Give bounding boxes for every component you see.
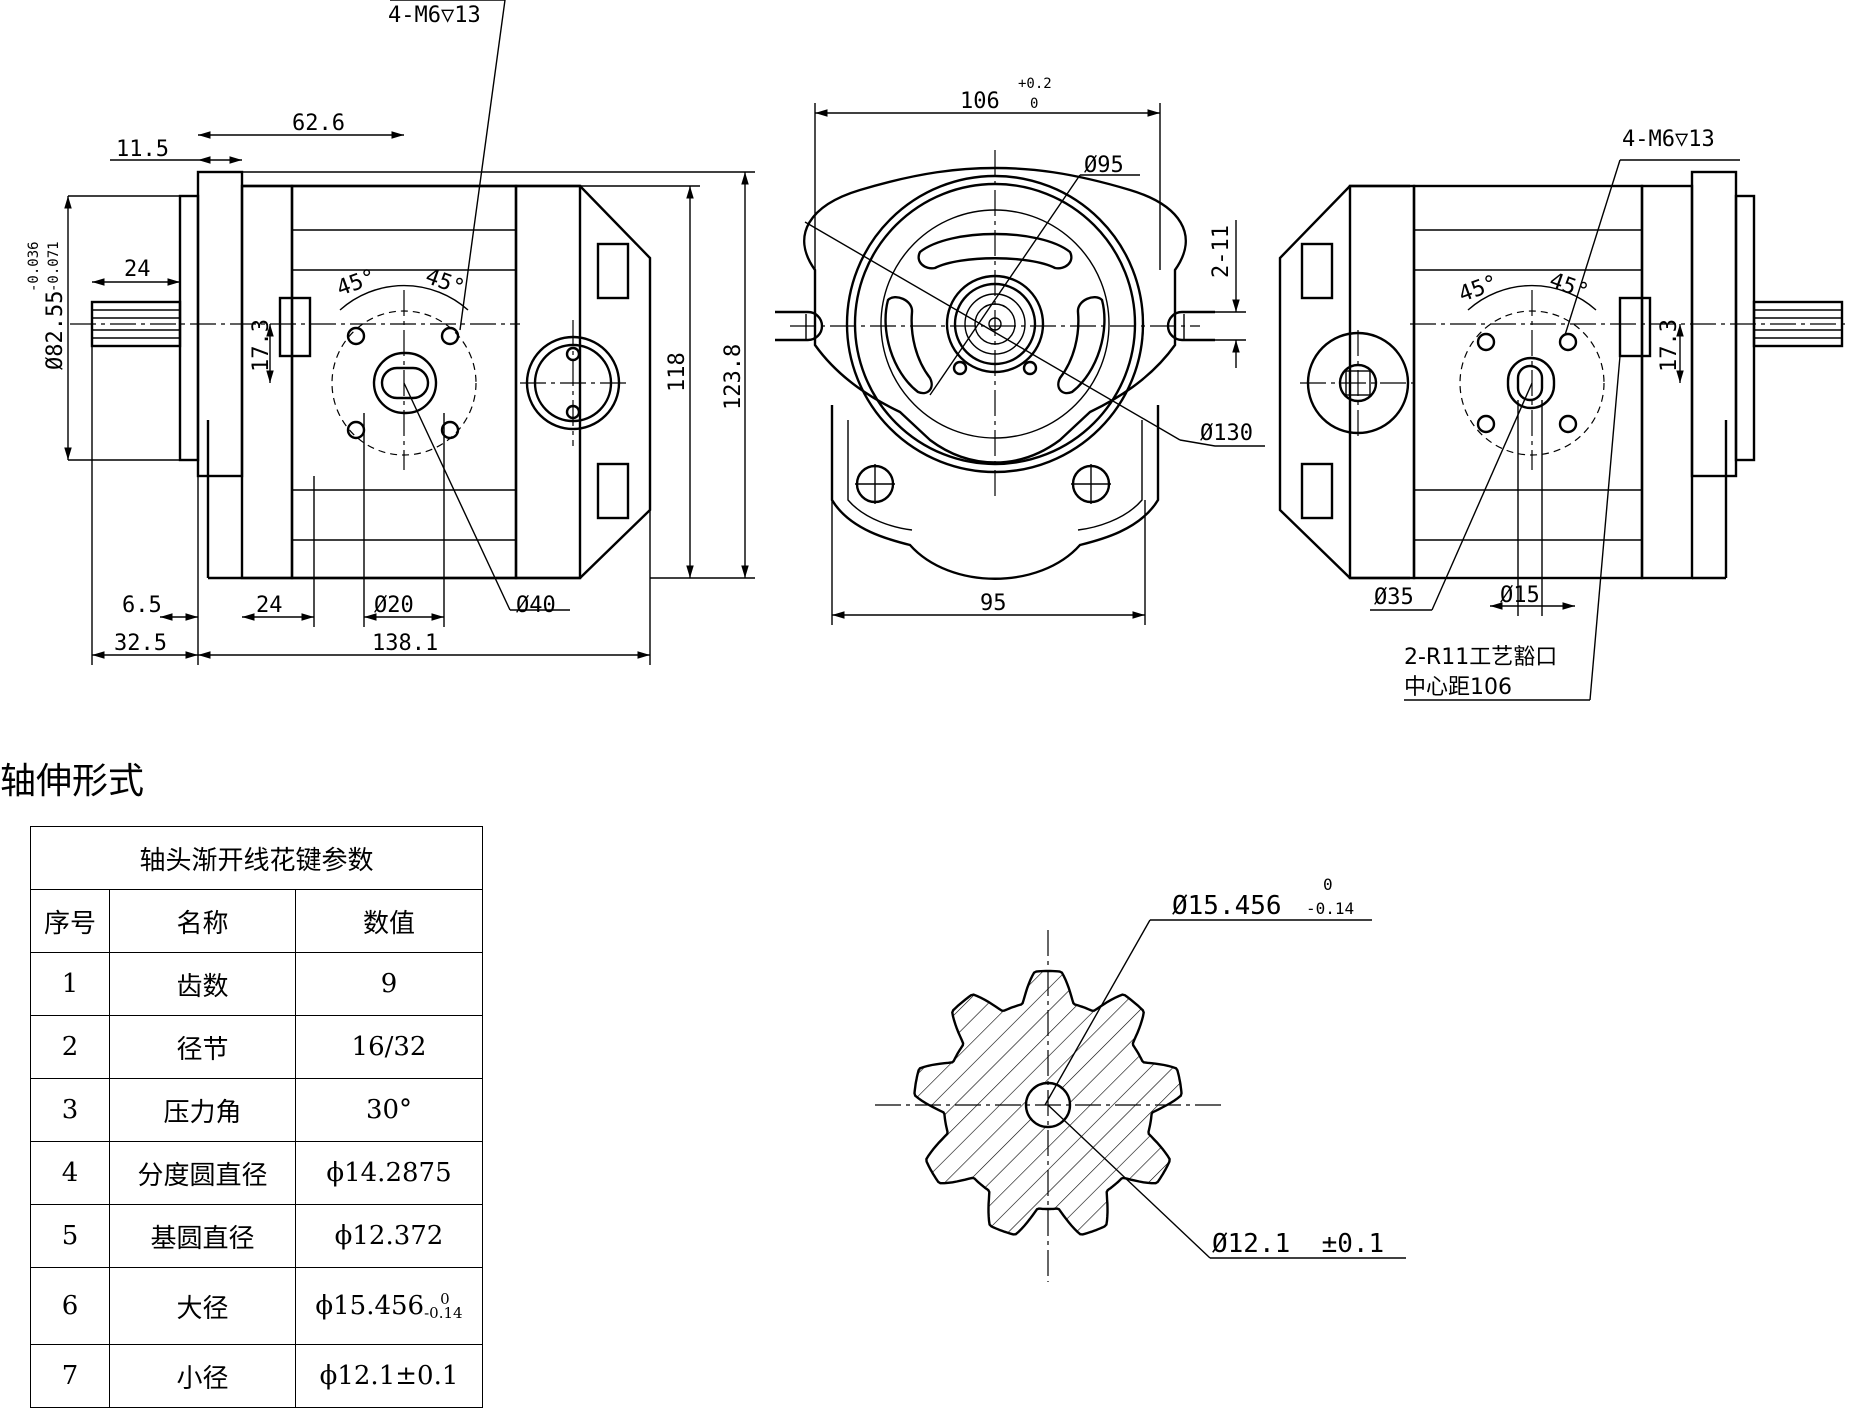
row-no: 2 [30, 1015, 110, 1079]
left-view-dimensions [64, 131, 755, 665]
dim-62-6: 62.6 [292, 111, 345, 136]
table-row: 1 齿数 9 [30, 952, 483, 1016]
row-value: 9 [295, 952, 483, 1016]
row-name: 基圆直径 [109, 1204, 296, 1268]
dim-phi95: Ø95 [1084, 153, 1124, 178]
dim-17-3-right: 17.3 [1657, 319, 1682, 372]
row-no: 1 [30, 952, 110, 1016]
spline-cross-section [875, 919, 1406, 1282]
dim-32-5: 32.5 [114, 631, 167, 656]
row-value: ϕ12.372 [295, 1204, 483, 1268]
dim-phi35: Ø35 [1374, 585, 1414, 610]
row-name: 压力角 [109, 1078, 296, 1142]
dim-138-1: 138.1 [372, 631, 438, 656]
table-row: 4 分度圆直径 ϕ14.2875 [30, 1141, 483, 1205]
spline-major-dia: Ø15.456 [1172, 891, 1282, 921]
dim-24-top: 24 [124, 257, 151, 282]
front-view-dimensions [814, 103, 1246, 625]
row-value: ϕ14.2875 [295, 1141, 483, 1205]
front-view [775, 150, 1265, 580]
spline-minor-dia: Ø12.1 ±0.1 [1212, 1229, 1384, 1259]
row-value: 16/32 [295, 1015, 483, 1079]
dim-shaft-dia: Ø82.55 [43, 291, 68, 370]
dim-95: 95 [980, 591, 1007, 616]
dim-phi40: Ø40 [516, 593, 556, 618]
row-name: 小径 [109, 1344, 296, 1408]
port-note-line2: 中心距106 [1404, 675, 1512, 700]
dim-6-5: 6.5 [122, 593, 162, 618]
row-no: 6 [30, 1267, 110, 1345]
dim-17-3-left: 17.3 [249, 319, 274, 372]
dim-shaft-tol-upper: -0.036 [26, 241, 42, 292]
spline-parameter-table: 轴头渐开线花键参数 序号 名称 数值 1 齿数 9 2 径节 16/32 3 压… [30, 826, 483, 1408]
spline-major-tol-upper: 0 [1323, 875, 1333, 894]
side-view-right [1278, 159, 1850, 701]
dim-106-tol-upper: +0.2 [1018, 76, 1052, 92]
tol-upper: 0 [440, 1290, 450, 1308]
header-no: 序号 [30, 889, 110, 953]
header-value: 数值 [295, 889, 483, 953]
table-row: 7 小径 ϕ12.1±0.1 [30, 1344, 483, 1408]
right-thread-note: 4-M6▽13 [1622, 127, 1715, 152]
row-no: 7 [30, 1344, 110, 1408]
table-row: 5 基圆直径 ϕ12.372 [30, 1204, 483, 1268]
left-thread-note: 4-M6▽13 [388, 3, 481, 28]
right-view-dimensions [1490, 324, 1684, 616]
tol-lower: -0.14 [424, 1304, 463, 1322]
row-no: 5 [30, 1204, 110, 1268]
dim-106-tol-lower: 0 [1030, 96, 1038, 112]
row-name: 大径 [109, 1267, 296, 1345]
dim-123-8: 123.8 [721, 344, 746, 410]
row-no: 4 [30, 1141, 110, 1205]
dim-phi130: Ø130 [1200, 421, 1253, 446]
row-value-tolerance: 0-0.14 [424, 1290, 463, 1322]
row-value: ϕ12.1±0.1 [295, 1344, 483, 1408]
side-view-left [70, 0, 652, 611]
section-title: 轴伸形式 [0, 761, 145, 802]
spline-major-tol-lower: -0.14 [1306, 899, 1354, 918]
dim-phi20: Ø20 [374, 593, 414, 618]
table-row: 2 径节 16/32 [30, 1015, 483, 1079]
dim-11-5: 11.5 [116, 137, 169, 162]
row-name: 齿数 [109, 952, 296, 1016]
dim-118: 118 [665, 352, 690, 392]
row-name: 分度圆直径 [109, 1141, 296, 1205]
row-no: 3 [30, 1078, 110, 1142]
row-value-main: ϕ15.456 [315, 1291, 425, 1321]
row-value: 30° [295, 1078, 483, 1142]
dim-shaft-tol-lower: -0.071 [46, 241, 62, 292]
port-note-line1: 2-R11工艺豁口 [1404, 645, 1557, 670]
dim-phi15: Ø15 [1500, 583, 1540, 608]
table-title: 轴头渐开线花键参数 [30, 826, 483, 890]
row-name: 径节 [109, 1015, 296, 1079]
dim-24-bottom: 24 [256, 593, 283, 618]
dim-106: 106 [960, 89, 1000, 114]
angle-45-a-right: 45° [1456, 271, 1502, 308]
header-name: 名称 [109, 889, 296, 953]
table-row: 3 压力角 30° [30, 1078, 483, 1142]
dim-2-11: 2-11 [1209, 225, 1234, 278]
